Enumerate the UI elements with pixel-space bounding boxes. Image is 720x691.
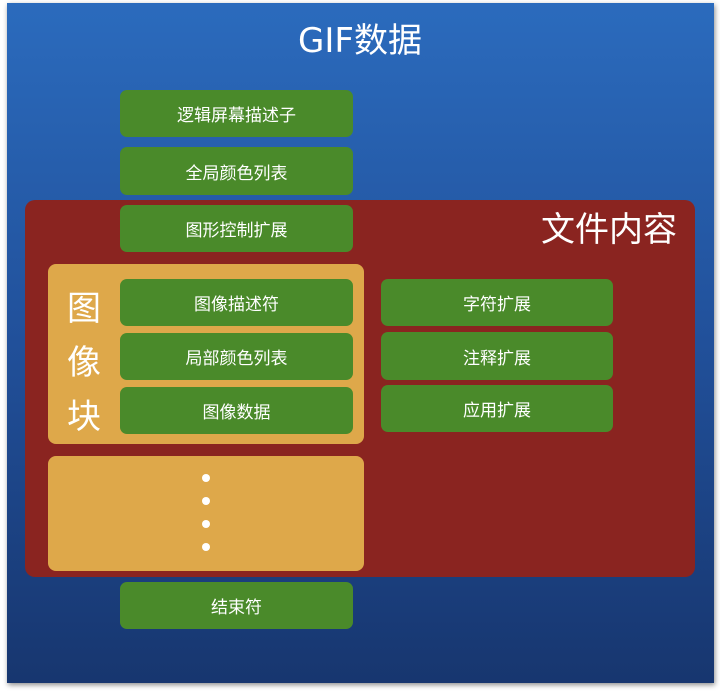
- image-block-label: 图像块: [67, 289, 101, 437]
- ellipsis-dot: [202, 497, 210, 505]
- global-color-table-block: 全局颜色列表: [120, 147, 353, 195]
- logical-screen-descriptor-block: 逻辑屏幕描述子: [120, 90, 353, 137]
- application-extension-block: 应用扩展: [381, 385, 613, 432]
- image-descriptor-block: 图像描述符: [120, 279, 353, 326]
- graphic-control-extension-block: 图形控制扩展: [120, 205, 353, 252]
- local-color-table-block: 局部颜色列表: [120, 333, 353, 380]
- additional-blocks-region: [48, 456, 364, 571]
- comment-extension-block: 注释扩展: [381, 332, 613, 380]
- file-content-label: 文件内容: [541, 210, 677, 250]
- ellipsis-dot: [202, 543, 210, 551]
- ellipsis-dot: [202, 474, 210, 482]
- image-data-block: 图像数据: [120, 387, 353, 434]
- trailer-block: 结束符: [120, 582, 353, 629]
- diagram-title: GIF数据: [298, 21, 422, 61]
- ellipsis-dot: [202, 520, 210, 528]
- plain-text-extension-block: 字符扩展: [381, 279, 613, 326]
